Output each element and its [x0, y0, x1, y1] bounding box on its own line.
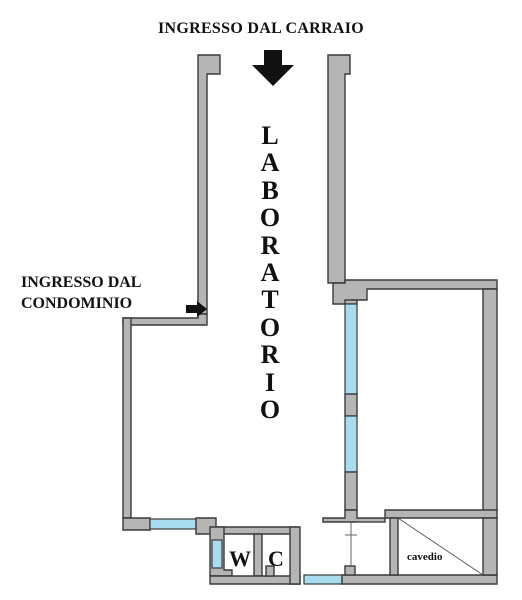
wall-wc-bottom — [209, 575, 301, 585]
room-letter: B — [261, 175, 279, 205]
room-letter: I — [264, 367, 276, 397]
room-letter: R — [260, 340, 280, 370]
wall-right-shaft-left — [389, 517, 399, 576]
window-divider-2 — [344, 415, 358, 473]
label-entrance-condominium-line1: INGRESSO DAL — [21, 274, 142, 291]
wall-divider-mid — [344, 393, 358, 417]
window-wc — [211, 539, 223, 569]
window-bottom-left — [149, 518, 197, 530]
label-wc-c: C — [268, 546, 284, 571]
wall-pillar-left — [265, 565, 275, 577]
arrow-right-icon — [186, 301, 207, 317]
wall-left-room-west — [122, 317, 132, 519]
wall-left-corridor — [197, 54, 221, 315]
wall-right-shaft-right — [482, 517, 498, 576]
room-letter: T — [261, 285, 279, 315]
room-letter: L — [261, 121, 279, 150]
wall-divider-upper — [344, 299, 358, 305]
wall-left-room — [122, 313, 208, 326]
room-letter: A — [260, 258, 280, 288]
label-wc-w: W — [229, 546, 251, 571]
wall-wc-partition — [253, 533, 263, 577]
window-bottom-right — [303, 574, 343, 585]
wall-right-shaft-top — [384, 509, 498, 519]
label-shaft: cavedio — [407, 551, 443, 563]
arrow-down-icon — [252, 50, 294, 86]
wall-right-corridor — [327, 54, 351, 284]
wall-bottom-left — [122, 517, 151, 531]
room-letter: O — [259, 312, 281, 342]
window-divider-1 — [344, 303, 358, 395]
label-entrance-driveway: INGRESSO DAL CARRAIO — [157, 20, 365, 37]
wall-right-lower-top — [322, 509, 386, 523]
wall-right-room-right — [482, 288, 498, 513]
wall-wc-right — [289, 526, 301, 585]
room-letter: R — [260, 230, 280, 260]
wall-pillar-mid — [344, 565, 356, 576]
label-entrance-condominium-line2: CONDOMINIO — [21, 295, 133, 312]
room-letter: O — [259, 203, 281, 233]
wall-divider-lower — [344, 471, 358, 511]
shaft-diagonal — [397, 517, 484, 576]
room-letter: O — [259, 395, 281, 425]
wall-bottom-right — [341, 574, 498, 585]
room-letter: A — [260, 148, 280, 178]
label-entrance-condominium: INGRESSO DAL CONDOMINIO — [21, 272, 141, 314]
